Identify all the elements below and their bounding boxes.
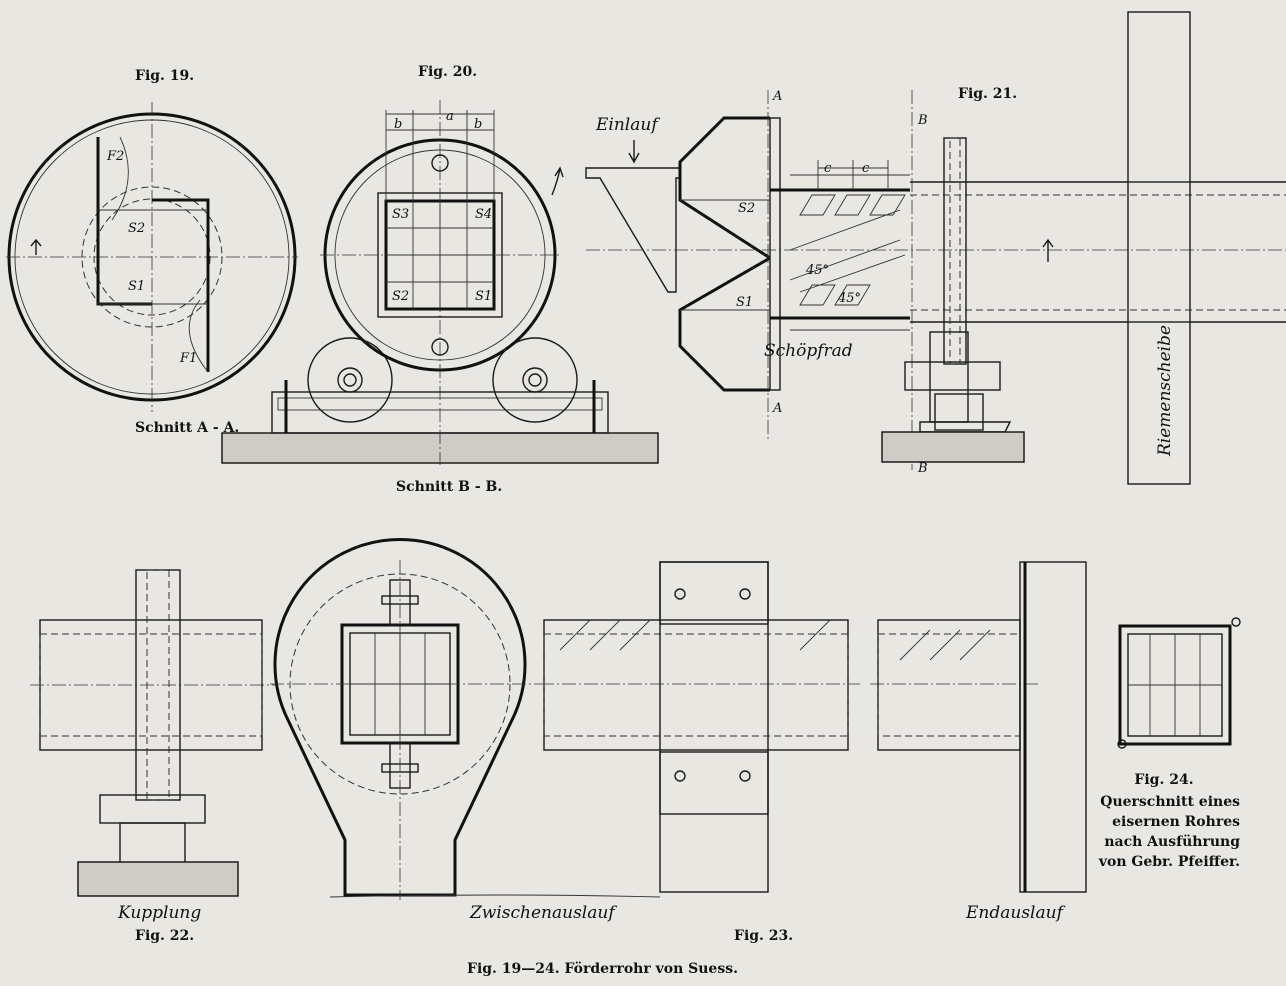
fig19-label-f1: F1 bbox=[179, 351, 197, 366]
fig20-dim-b-right: b bbox=[474, 117, 482, 132]
fig22-coupling bbox=[30, 569, 275, 897]
fig20-dim-a: a bbox=[446, 109, 454, 124]
fig21-dim-c1: c bbox=[824, 161, 832, 176]
fig21-wheel-label: Schöpfrad bbox=[764, 341, 853, 361]
fig20-number: Fig. 20. bbox=[418, 64, 477, 80]
fig24-caption-line2: eisernen Rohres bbox=[1112, 814, 1240, 830]
main-caption: Fig. 19—24. Förderrohr von Suess. bbox=[467, 961, 738, 977]
fig22-label: Kupplung bbox=[117, 903, 201, 923]
fig20-section-bb bbox=[221, 100, 659, 465]
fig19-section-caption: Schnitt A - A. bbox=[135, 420, 239, 436]
fig21-mark-a-bottom: A bbox=[772, 401, 782, 416]
fig24-caption-line1: Querschnitt eines bbox=[1100, 794, 1240, 810]
fig20-dim-b-left: b bbox=[394, 117, 402, 132]
fig24-iron-tube bbox=[1117, 617, 1241, 749]
fig21-mark-b-bottom: B bbox=[917, 461, 928, 476]
fig19-label-f2: F2 bbox=[106, 149, 124, 164]
fig20-label-s3: S3 bbox=[392, 207, 409, 222]
fig19-label-s1: S1 bbox=[128, 279, 145, 294]
fig23-number: Fig. 23. bbox=[734, 928, 793, 944]
fig21-label-s2: S2 bbox=[738, 201, 755, 216]
fig21-mark-b-top: B bbox=[917, 113, 928, 128]
fig21-angle-1: 45° bbox=[805, 263, 829, 278]
fig23-intermediate-outlet bbox=[270, 538, 540, 900]
fig21-dim-c2: c bbox=[862, 161, 870, 176]
fig20-label-s4: S4 bbox=[475, 207, 492, 222]
fig23-tube-runs bbox=[329, 561, 1087, 898]
fig23-end-label: Endauslauf bbox=[965, 903, 1066, 923]
fig23-intermediate-label: Zwischenauslauf bbox=[469, 903, 617, 923]
fig20-label-s2: S2 bbox=[392, 289, 409, 304]
fig21-label-s1: S1 bbox=[736, 295, 753, 310]
fig21-inlet-label: Einlauf bbox=[595, 115, 660, 135]
fig20-label-s1: S1 bbox=[475, 289, 492, 304]
fig24-caption-line4: von Gebr. Pfeiffer. bbox=[1098, 854, 1240, 870]
fig21-longitudinal bbox=[585, 11, 1286, 485]
fig24-caption-line3: nach Ausführung bbox=[1104, 834, 1240, 850]
fig24-number: Fig. 24. bbox=[1134, 772, 1193, 788]
fig19-cross-section bbox=[6, 102, 298, 412]
fig20-section-caption: Schnitt B - B. bbox=[396, 479, 502, 495]
fig22-number: Fig. 22. bbox=[135, 928, 194, 944]
fig21-mark-a-top: A bbox=[772, 89, 782, 104]
fig21-pulley-label: Riemenscheibe bbox=[1155, 325, 1175, 457]
fig19-label-s2: S2 bbox=[128, 221, 145, 236]
fig21-number: Fig. 21. bbox=[958, 86, 1017, 102]
fig21-angle-2: 45° bbox=[837, 291, 861, 306]
fig19-number: Fig. 19. bbox=[135, 68, 194, 84]
